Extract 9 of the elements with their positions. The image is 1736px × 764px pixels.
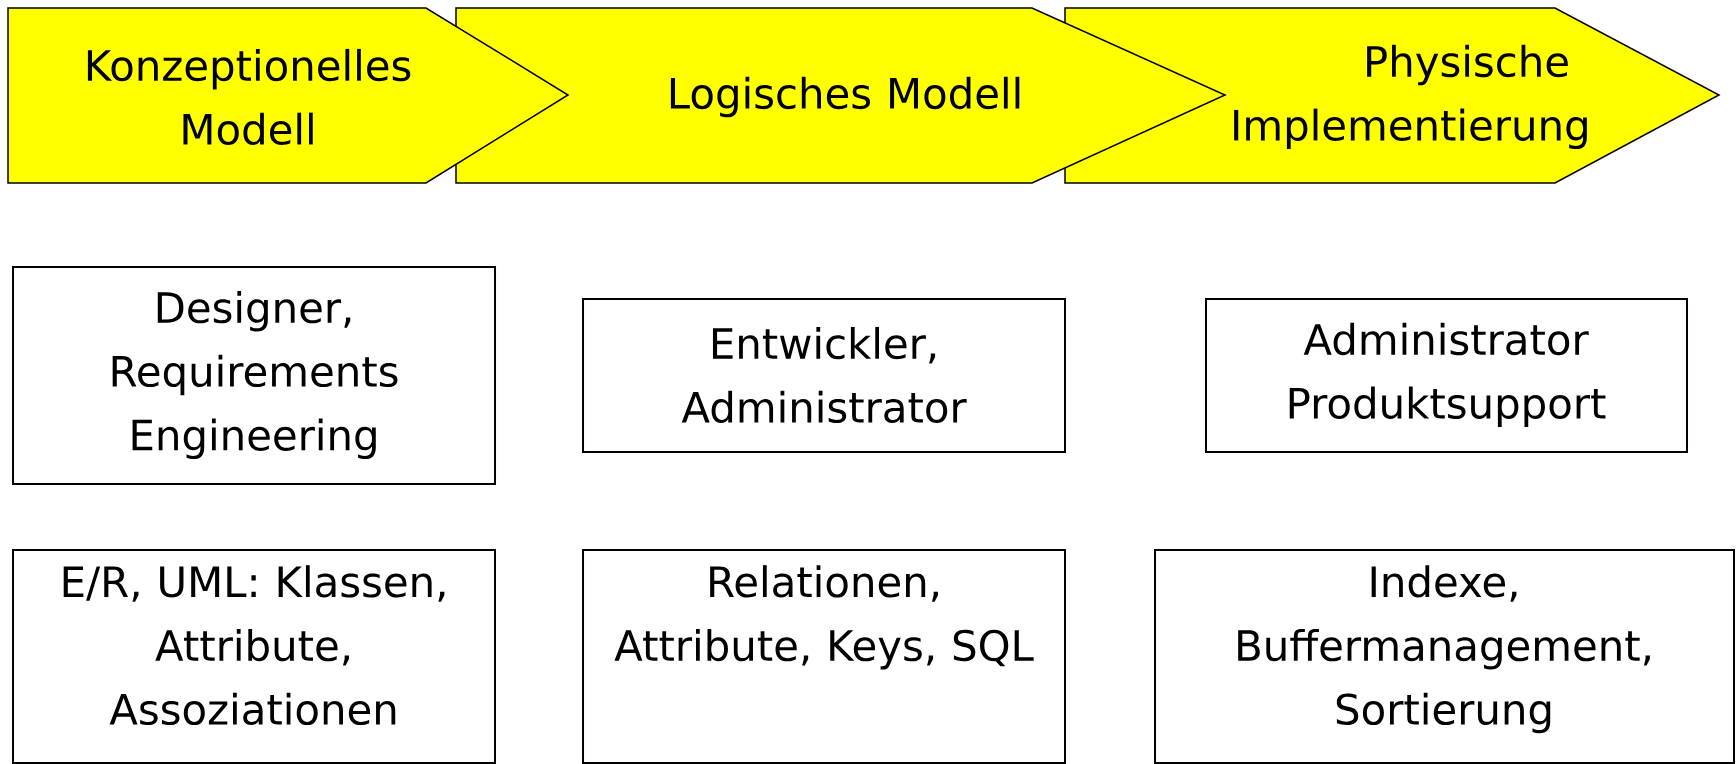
phase-banner: Konzeptionelles Modell bbox=[7, 7, 570, 184]
role-box: Indexe, Buffermanagement, Sortierung bbox=[1154, 549, 1735, 764]
node-label: Physische Implementierung bbox=[1234, 44, 1587, 150]
role-box: Relationen, Attribute, Keys, SQL bbox=[582, 549, 1066, 764]
role-box: Entwickler, Administrator bbox=[582, 298, 1066, 453]
role-box: Designer, Requirements Engineering bbox=[12, 266, 496, 485]
role-box: Administrator Produktsupport bbox=[1205, 298, 1688, 453]
phase-banner: Logisches Modell bbox=[455, 7, 1227, 184]
role-box: E/R, UML: Klassen, Attribute, Assoziationen bbox=[12, 549, 496, 764]
